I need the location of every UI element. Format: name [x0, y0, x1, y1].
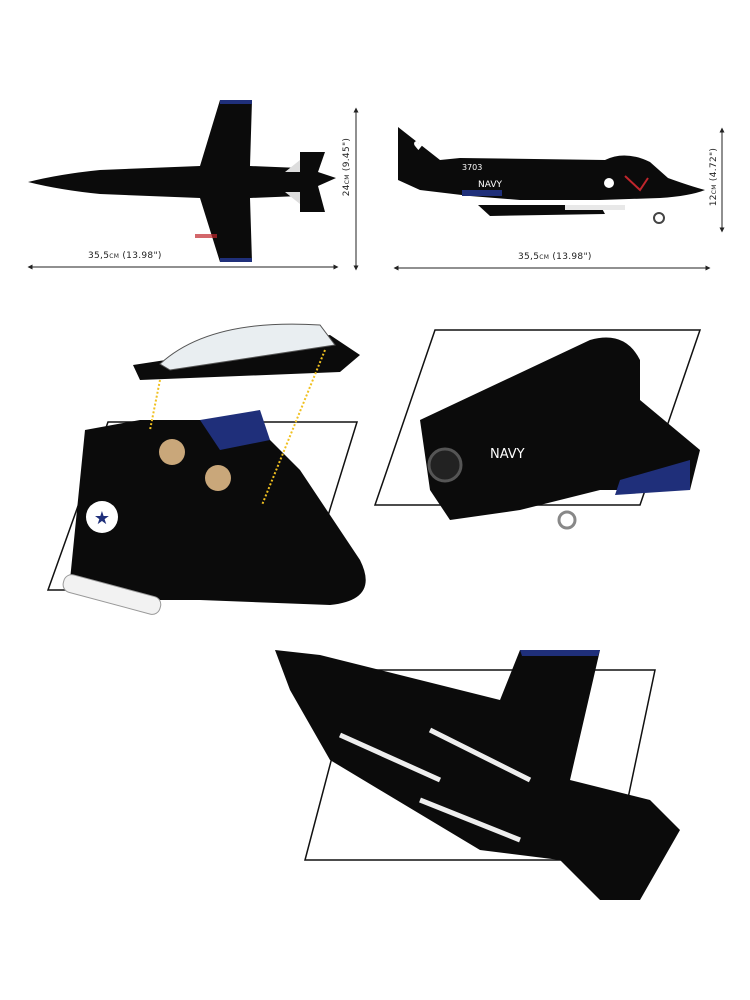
top-view-aircraft [28, 100, 336, 262]
top-view-length-label: 35,5cm (13.98") [88, 251, 162, 261]
playboy-bunny-insignia: ♥ [413, 139, 424, 153]
cockpit-detail-panel: ★ [46, 323, 366, 615]
top-view-width-label: 24cm (9.45") [342, 137, 352, 197]
side-view-length-label: 35,5cm (13.98") [518, 252, 592, 262]
tail-number: 3703 [462, 163, 483, 172]
svg-text:★: ★ [94, 508, 110, 529]
engine-detail-panel: NAVY [373, 329, 702, 530]
side-view-height-label: 12cm (4.72") [709, 147, 719, 207]
side-view-aircraft: ♥ [398, 127, 705, 224]
underside-view-panel [275, 650, 680, 900]
fuselage-navy-marking: NAVY [478, 180, 502, 190]
navy-marking: NAVY [490, 447, 525, 462]
